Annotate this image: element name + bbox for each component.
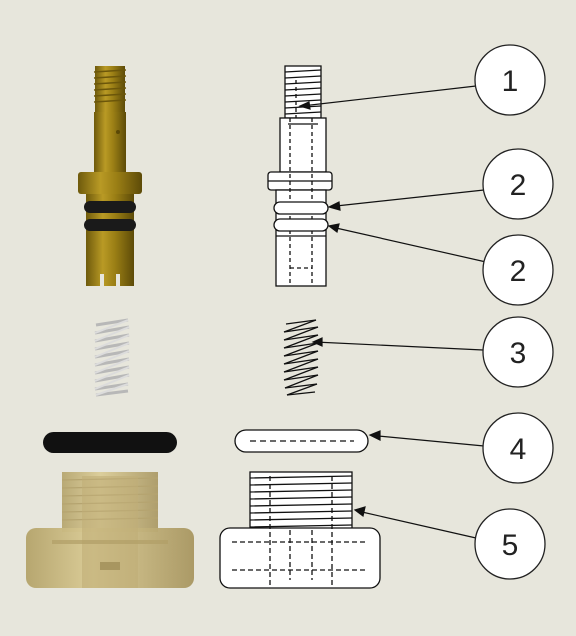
balloon-2-upper: 2 [482, 148, 554, 220]
leader-3 [314, 341, 484, 351]
leader-1 [301, 85, 477, 107]
leader-2-lower [335, 227, 487, 263]
balloons: 1 2 2 3 4 5 [474, 44, 554, 580]
balloon-1-label: 1 [502, 65, 519, 98]
shaded-view [26, 66, 194, 588]
balloon-4: 4 [482, 412, 554, 484]
leader-5 [361, 511, 477, 539]
line-o-ring-upper [273, 201, 329, 215]
line-spring [283, 319, 319, 396]
shaded-large-o-ring [43, 432, 177, 453]
leader-3-arrow [311, 337, 323, 347]
leader-2-upper [335, 189, 485, 207]
shaded-o-ring-lower [84, 219, 136, 231]
shaded-valve-stem [78, 66, 142, 286]
balloon-5: 5 [474, 508, 546, 580]
balloon-2-upper-label: 2 [510, 169, 527, 202]
leader-5-arrow [353, 506, 366, 518]
balloon-2-lower-label: 2 [510, 255, 527, 288]
balloon-2-lower: 2 [482, 234, 554, 306]
leader-1-arrow [298, 101, 311, 110]
shaded-threaded-cap [26, 472, 194, 588]
balloon-3-label: 3 [510, 337, 527, 370]
line-view [219, 65, 381, 589]
line-valve-stem [267, 65, 333, 287]
leader-4 [377, 435, 485, 447]
balloon-1: 1 [474, 44, 546, 116]
shaded-spring [94, 318, 130, 397]
balloon-4-label: 4 [510, 433, 527, 466]
line-o-ring-lower [273, 218, 329, 232]
leader-lines [298, 85, 487, 539]
leader-2-lower-arrow [327, 223, 340, 234]
line-large-o-ring [234, 429, 369, 453]
balloon-5-label: 5 [502, 529, 519, 562]
balloon-3: 3 [482, 316, 554, 388]
shaded-o-ring-upper [84, 201, 136, 213]
line-threaded-cap [219, 471, 381, 589]
leader-4-arrow [368, 430, 381, 441]
leader-2-upper-arrow [327, 201, 341, 211]
